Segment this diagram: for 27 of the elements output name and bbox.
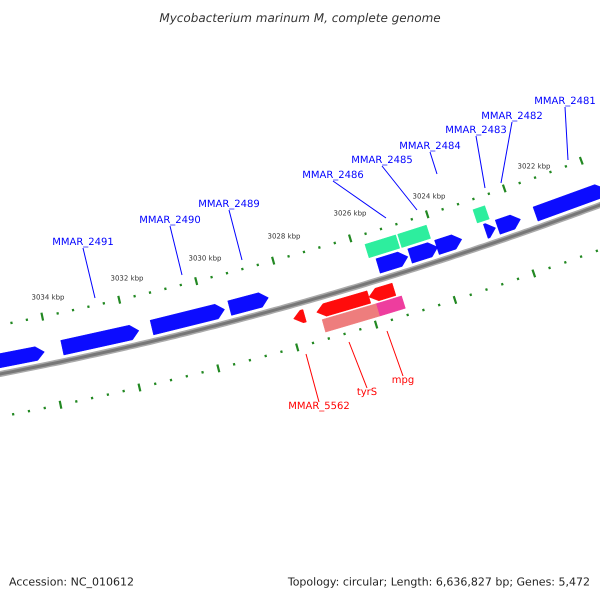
- genome-summary-text: Topology: circular; Length: 6,636,827 bp; Genes: 5,472: [288, 576, 590, 588]
- gene-label: mpg: [392, 376, 414, 386]
- leader-line: [476, 136, 486, 188]
- gene-label: MMAR_2490: [139, 216, 201, 226]
- leader-line: [82, 248, 96, 298]
- leader-line: [386, 330, 404, 376]
- leader-line: [348, 342, 368, 388]
- leader-line: [332, 180, 386, 218]
- gene-label: MMAR_2481: [534, 97, 596, 107]
- gene-label: MMAR_2489: [198, 200, 260, 210]
- gene-label: tyrS: [356, 388, 378, 398]
- gene-label: MMAR_2482: [481, 112, 543, 122]
- gene-label: MMAR_2483: [445, 126, 507, 136]
- gene-label: MMAR_2485: [351, 156, 413, 166]
- gene-label: MMAR_2491: [52, 238, 114, 248]
- leader-line: [170, 226, 182, 276]
- leader-line: [430, 152, 438, 174]
- leader-line: [382, 166, 418, 210]
- leader-line: [228, 210, 242, 260]
- title: Mycobacterium marinum M, complete genome: [159, 12, 441, 24]
- gene-label: MMAR_2486: [302, 171, 364, 181]
- accession-text: Accession: NC_010612: [9, 576, 134, 588]
- leader-line: [564, 106, 568, 160]
- leader-line: [306, 354, 320, 402]
- leader-line: [500, 122, 512, 184]
- gene-label: MMAR_5562: [288, 402, 350, 412]
- gene-label: MMAR_2484: [399, 142, 461, 152]
